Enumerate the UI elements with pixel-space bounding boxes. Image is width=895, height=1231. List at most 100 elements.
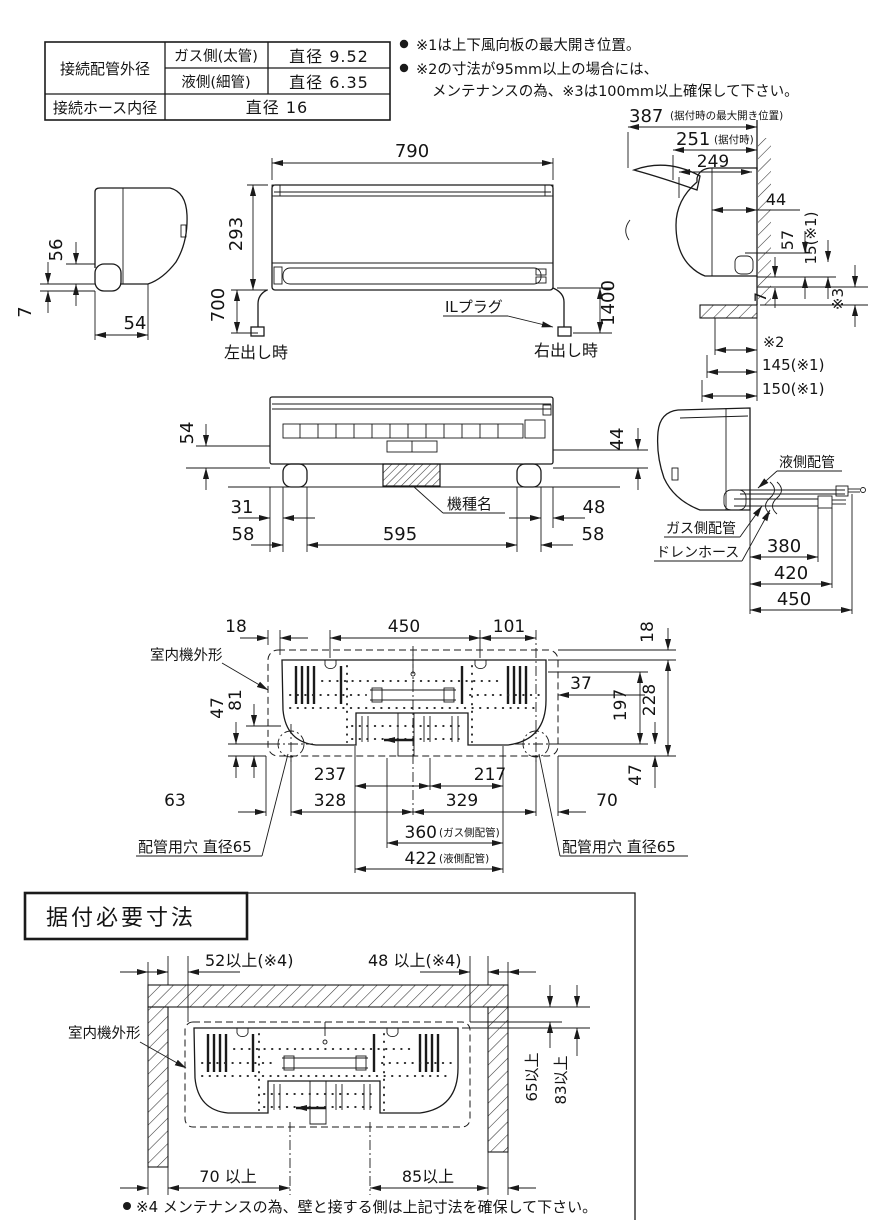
unit-outline-dashed-mini	[184, 1021, 471, 1128]
back-plate-view: 室内機外形 18 450 101 18 228 197 37 47	[136, 617, 688, 873]
dim-700: 700	[208, 288, 229, 322]
table-hose-label: 接続ホース内径	[53, 99, 157, 117]
dim-56: 56	[46, 239, 67, 262]
drain-hose-label: ドレンホース	[656, 545, 739, 561]
dim-18r: 18	[638, 621, 658, 643]
dim-1400: 1400	[598, 280, 619, 326]
notes-block: ※1は上下風向板の最大開き位置。 ※2の寸法が95mm以上の場合には、 メンテナ…	[399, 36, 799, 100]
dim-54b: 54	[177, 422, 198, 445]
dim-65min: 65以上	[523, 1052, 541, 1101]
dim-31: 31	[231, 497, 254, 518]
dim-450: 450	[388, 617, 420, 637]
dim-387-note: (据付時の最大開き位置)	[670, 109, 783, 122]
right-plug	[557, 326, 572, 337]
mounting-plate-mini	[194, 1022, 458, 1124]
section-title-box	[23, 891, 249, 941]
dim-44b: 44	[607, 428, 628, 451]
unit-outline-label: 室内機外形	[150, 647, 223, 664]
table-gas-label: ガス側(太管)	[174, 48, 258, 65]
dim-422: 422	[405, 849, 437, 869]
note-2a: ※2の寸法が95mm以上の場合には、	[416, 61, 658, 78]
left-foot	[282, 463, 308, 488]
dim-595: 595	[383, 524, 417, 545]
dim-s2: ※2	[763, 335, 784, 351]
bottom-view: 機種名 54 44 31 48 58 595 58	[177, 396, 648, 552]
pipe-hole-label-right: 配管用穴 直径65	[562, 838, 676, 856]
section-title: 据付必要寸法	[46, 906, 196, 931]
dim-293: 293	[226, 217, 247, 251]
dim-58l: 58	[232, 524, 255, 545]
pipe-hole-label-left: 配管用穴 直径65	[138, 838, 252, 856]
left-side-view: 56 7 54	[15, 187, 188, 340]
dim-145: 145(※1)	[762, 356, 824, 374]
dim-s3: ※3	[829, 288, 847, 310]
louver-slats	[282, 404, 552, 439]
dim-790: 790	[395, 141, 429, 162]
dim-83min: 83以上	[552, 1055, 570, 1104]
walls	[147, 984, 509, 1168]
front-view: 790 293 700 1400 ILプラグ 左出し時 右出し時	[208, 141, 619, 362]
dim-251: 251	[676, 129, 710, 150]
il-plug-label: ILプラグ	[445, 298, 503, 316]
dim-150: 150(※1)	[762, 380, 824, 398]
gas-pipe-label: ガス側配管	[666, 521, 736, 537]
dim-44: 44	[766, 190, 786, 209]
dim-237: 237	[314, 765, 346, 785]
table-liquid-value: 直径 6.35	[289, 73, 369, 92]
note-1: ※1は上下風向板の最大開き位置。	[416, 36, 640, 54]
right-side-view: 387 (据付時の最大開き位置) 251 (据付時) 249 44 57 15(…	[625, 106, 868, 402]
note-2b: メンテナンスの為、※3は100mm以上確保して下さい。	[432, 83, 799, 100]
bullet-icon	[399, 63, 409, 73]
right-out-label: 右出し時	[534, 341, 598, 360]
dim-217: 217	[474, 765, 506, 785]
dim-70min: 70 以上	[199, 1167, 256, 1186]
dim-48min: 48 以上(※4)	[368, 951, 462, 970]
dim-15: 15(※1)	[802, 212, 820, 265]
table-pipe-outer-label: 接続配管外径	[60, 60, 150, 78]
dim-251-note: (据付時)	[714, 133, 754, 146]
dim-54: 54	[124, 313, 147, 334]
table-hose-value: 直径 16	[246, 98, 308, 117]
dim-101: 101	[493, 617, 525, 637]
piping-side-view: 液側配管 ガス側配管 ドレンホース 380 420 450	[654, 407, 866, 614]
right-cord	[552, 287, 565, 327]
dim-47: 47	[208, 697, 228, 719]
dim-18l: 18	[225, 617, 247, 637]
bullet-icon	[399, 39, 409, 49]
note-4: ※4 メンテナンスの為、壁と接する側は上記寸法を確保して下さい。	[136, 1198, 597, 1216]
dim-360: 360	[405, 823, 437, 843]
dim-420: 420	[774, 563, 808, 584]
model-name-plate	[382, 463, 441, 487]
open-vane	[631, 164, 701, 191]
dim-37: 37	[570, 674, 592, 694]
pipes	[734, 481, 866, 515]
dim-81: 81	[226, 689, 246, 711]
dim-7: 7	[15, 306, 36, 317]
dim-85min: 85以上	[402, 1167, 454, 1186]
right-foot	[516, 463, 542, 488]
dim-360-note: (ガス側配管)	[439, 826, 500, 839]
dim-387: 387	[629, 106, 663, 127]
dim-63: 63	[164, 791, 186, 811]
dim-422-note: (液側配管)	[439, 852, 489, 865]
spec-table: 接続配管外径 ガス側(太管) 直径 9.52 液側(細管) 直径 6.35 接続…	[44, 41, 391, 121]
dim-329: 329	[446, 791, 478, 811]
table-gas-value: 直径 9.52	[289, 47, 369, 66]
model-name-label: 機種名	[447, 495, 492, 513]
dim-228: 228	[640, 684, 660, 716]
liquid-pipe-label: 液側配管	[779, 455, 835, 471]
bullet-icon	[123, 1202, 131, 1210]
dim-58r: 58	[582, 524, 605, 545]
unit-outline-label-mini: 室内機外形	[68, 1025, 141, 1042]
dim-7b: 7	[751, 292, 770, 302]
dim-48: 48	[583, 497, 606, 518]
dim-47b: 47	[626, 764, 646, 786]
installation-section: 据付必要寸法 室内機外形 52以上(※4) 48 以上(※4) 65以上 83以…	[23, 891, 636, 1220]
left-out-label: 左出し時	[224, 343, 288, 362]
dim-249: 249	[697, 152, 729, 172]
dim-57: 57	[778, 230, 797, 250]
sill	[699, 304, 758, 319]
dim-380: 380	[767, 536, 801, 557]
left-cord	[257, 289, 268, 327]
